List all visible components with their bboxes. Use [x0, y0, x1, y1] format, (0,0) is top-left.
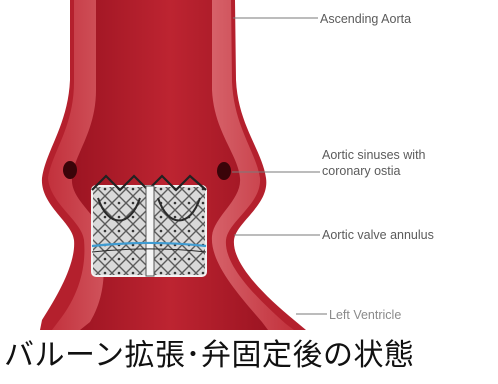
label-aortic-sinuses-line1: Aortic sinuses with: [322, 147, 426, 163]
label-left-ventricle: Left Ventricle: [329, 307, 401, 323]
label-aortic-sinuses-line2: coronary ostia: [322, 163, 426, 179]
transcatheter-valve-stent: [92, 176, 206, 276]
label-aortic-sinuses: Aortic sinuses with coronary ostia: [322, 147, 426, 179]
label-aortic-valve-annulus: Aortic valve annulus: [322, 227, 434, 243]
label-ascending-aorta: Ascending Aorta: [320, 11, 411, 27]
left-coronary-ostium: [63, 161, 77, 179]
caption: バルーン拡張･弁固定後の状態: [4, 336, 415, 376]
right-coronary-ostium: [217, 162, 231, 180]
